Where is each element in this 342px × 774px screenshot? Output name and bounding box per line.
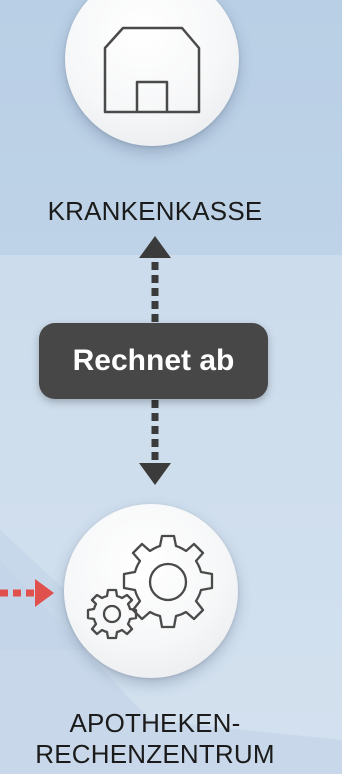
rechenzentrum-label-line-1: APOTHEKEN- [69,708,241,738]
gears-icon [86,534,214,640]
rechenzentrum-label: APOTHEKEN- RECHENZENTRUM [0,708,310,770]
krankenkasse-label: KRANKENKASSE [47,196,263,226]
building-outline-icon [103,26,201,114]
rechenzentrum-label-line-2: RECHENZENTRUM [35,739,275,769]
rechnet-ab-label: Rechnet ab [39,323,268,399]
arrow-right-icon [35,579,54,607]
arrow-down-icon [139,463,171,485]
rechenzentrum-node [64,504,238,678]
arrow-up-icon [139,236,171,258]
krankenkasse-node [65,0,239,146]
